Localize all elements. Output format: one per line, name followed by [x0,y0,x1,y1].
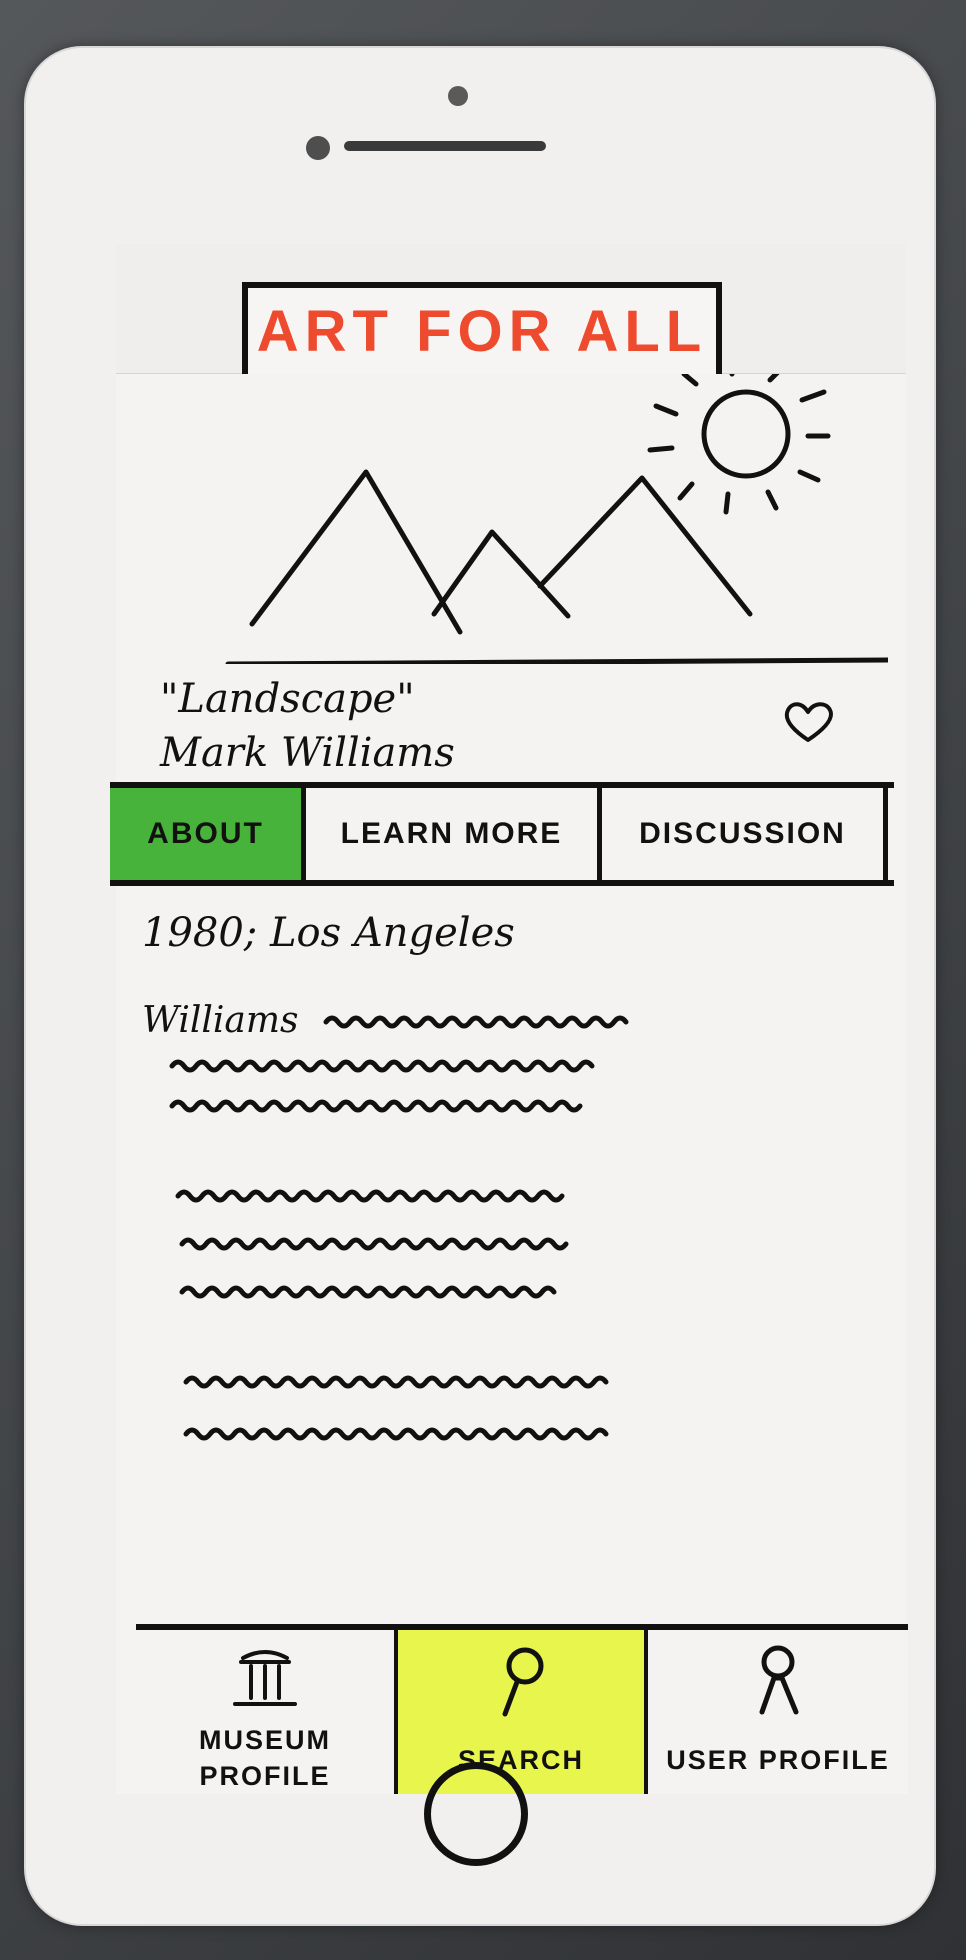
tab-about[interactable]: ABOUT [110,788,306,880]
heart-icon[interactable] [780,696,836,746]
tab-learn-more[interactable]: LEARN MORE [306,788,602,880]
app-screen: ART FOR ALL [110,244,908,1794]
tab-bar: ABOUT LEARN MORE DISCUSSION [110,782,894,886]
nav-museum-label-line1: MUSEUM [199,1725,331,1755]
artwork-image[interactable] [136,374,888,664]
bottom-nav: MUSEUM PROFILE SEARCH [136,1624,908,1794]
nav-search[interactable]: SEARCH [398,1630,648,1794]
proximity-sensor [306,136,330,160]
about-lead-word: Williams [142,1000,299,1041]
phone-frame: ART FOR ALL [24,46,936,1926]
sun-icon [647,374,831,515]
front-camera [448,86,468,106]
artwork-title: "Landscape" [160,676,415,722]
horizon-line [225,657,888,664]
nav-user-label: USER PROFILE [666,1745,890,1775]
title-box: ART FOR ALL [242,282,722,374]
user-icon [759,1645,799,1715]
earpiece-speaker [344,141,546,151]
artwork-artist: Mark Williams [160,730,455,776]
placeholder-text-squiggles [169,1015,629,1441]
search-icon [502,1647,544,1717]
artwork-caption: "Landscape" Mark Williams [160,676,880,786]
nav-museum-profile[interactable]: MUSEUM PROFILE [136,1630,398,1794]
mountains-drawing [249,469,753,635]
nav-search-label: SEARCH [457,1745,584,1775]
about-date-location: 1980; Los Angeles [142,910,515,956]
about-panel: 1980; Los Angeles Williams [142,910,862,1441]
museum-icon [233,1650,297,1706]
nav-museum-label-line2: PROFILE [199,1761,331,1791]
home-button[interactable] [424,1762,528,1866]
app-title: ART FOR ALL [256,298,708,364]
tab-discussion[interactable]: DISCUSSION [602,788,888,880]
nav-user-profile[interactable]: USER PROFILE [648,1630,908,1794]
